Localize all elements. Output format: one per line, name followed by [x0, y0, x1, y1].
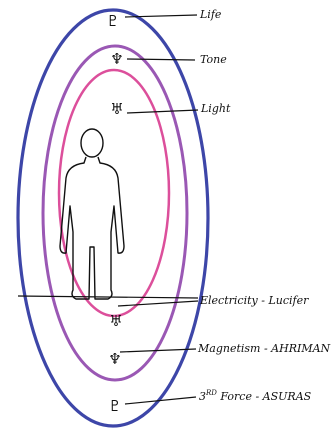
human-figure — [60, 129, 124, 299]
neptune-symbol-top: ♆ — [110, 50, 123, 68]
figure-body — [60, 157, 124, 299]
leader-electricity — [118, 301, 198, 306]
label-third-force-text: Force - ASURAS — [217, 390, 312, 403]
label-life: Life — [199, 8, 222, 21]
uranus-symbol-top: ♅ — [110, 100, 123, 118]
label-third-force-number: 3 — [199, 390, 206, 403]
neptune-symbol-bottom: ♆ — [108, 350, 121, 368]
pluto-symbol-bottom: ♇ — [108, 397, 121, 415]
label-third-force: 3RD Force - ASURAS — [199, 389, 312, 403]
label-electricity: Electricity - Lucifer — [199, 294, 309, 307]
label-tone: Tone — [200, 53, 227, 66]
label-magnetism: Magnetism - AHRIMAN — [197, 342, 331, 355]
pluto-symbol-top: ♇ — [106, 12, 119, 30]
label-third-force-superscript: RD — [205, 389, 217, 397]
leader-light — [127, 110, 198, 113]
label-light: Light — [200, 102, 231, 115]
uranus-symbol-bottom: ♅ — [109, 312, 122, 330]
figure-head — [81, 129, 103, 157]
leader-tone — [127, 59, 195, 60]
ground-line — [18, 296, 198, 298]
